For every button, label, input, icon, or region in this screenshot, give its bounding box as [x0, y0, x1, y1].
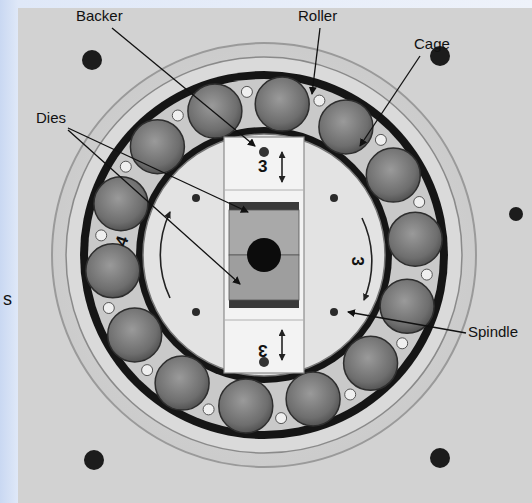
housing-plate [52, 43, 476, 467]
roller [108, 308, 162, 362]
photo-ground [18, 8, 532, 503]
roller [130, 120, 184, 174]
roller [155, 356, 209, 410]
motion-arrow [281, 152, 283, 182]
roller [380, 279, 434, 333]
backer-edge [224, 320, 304, 321]
backer-edge [224, 190, 304, 191]
cage-hole [314, 95, 325, 106]
cage-ring [88, 79, 440, 431]
die-strip [229, 300, 299, 308]
roller [219, 379, 273, 433]
spindle-disc [143, 134, 385, 376]
roller [319, 100, 373, 154]
die-strip [229, 202, 299, 210]
cage-hole [414, 197, 425, 208]
cage-hole [276, 413, 287, 424]
roller [188, 84, 242, 138]
cage-hole [142, 365, 153, 376]
roller [286, 372, 340, 426]
roller [86, 244, 140, 298]
cropped-text: s [3, 290, 12, 310]
roller [255, 77, 309, 131]
cage-hole [345, 389, 356, 400]
cage-hole [120, 161, 131, 172]
housing-ring [66, 57, 462, 453]
callout-number: 3 [347, 257, 366, 266]
leader-lines [68, 28, 466, 333]
cage-hole [421, 269, 432, 280]
part-label: Dies [36, 110, 66, 127]
rotation-arrow [160, 212, 170, 298]
center-hole [247, 238, 281, 272]
part-label: Backer [76, 8, 123, 25]
roller-set [86, 77, 442, 433]
roller-track [80, 71, 448, 439]
cage-hole [375, 134, 386, 145]
roller [94, 177, 148, 231]
spindle-slot [224, 137, 304, 373]
motion-arrow [281, 330, 283, 360]
callout-number: 3 [258, 158, 267, 177]
part-label: Cage [414, 36, 450, 53]
roller [344, 336, 398, 390]
part-label: Roller [298, 8, 337, 25]
cage-hole [203, 404, 214, 415]
part-label: Spindle [468, 324, 518, 341]
spindle-holes [192, 194, 338, 316]
cage-hole [241, 86, 252, 97]
cage-hole [172, 110, 183, 121]
roller [388, 212, 442, 266]
roller [366, 148, 420, 202]
cage-hole [103, 303, 114, 314]
cage-hole [397, 338, 408, 349]
cage-hole [96, 230, 107, 241]
callout-number: 3 [258, 340, 267, 359]
backer-hole [259, 147, 269, 157]
